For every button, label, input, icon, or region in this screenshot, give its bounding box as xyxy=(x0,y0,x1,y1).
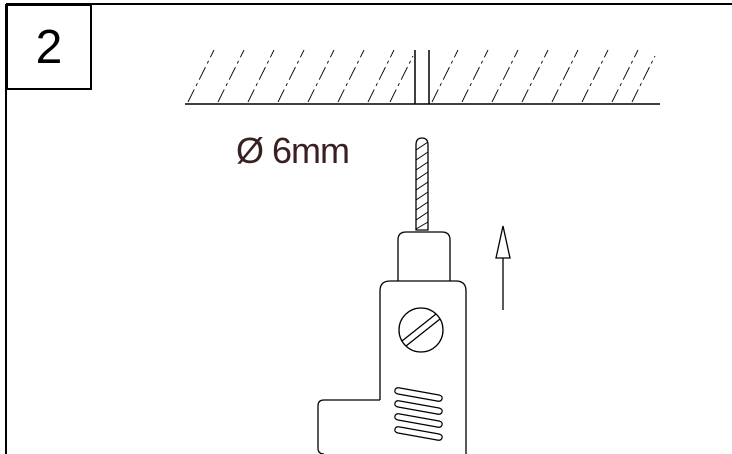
step-number-box: 2 xyxy=(6,4,92,90)
ceiling-hatch xyxy=(185,49,660,105)
arrow-up-icon xyxy=(495,225,511,310)
grip-vents xyxy=(394,387,443,441)
drill-chuck xyxy=(397,231,451,283)
drill-bit-icon xyxy=(415,137,429,231)
step-number: 2 xyxy=(35,20,63,74)
drill-body xyxy=(317,280,467,454)
screw-head-icon xyxy=(398,307,444,353)
drill-diameter-label: Ø 6mm xyxy=(236,130,350,171)
